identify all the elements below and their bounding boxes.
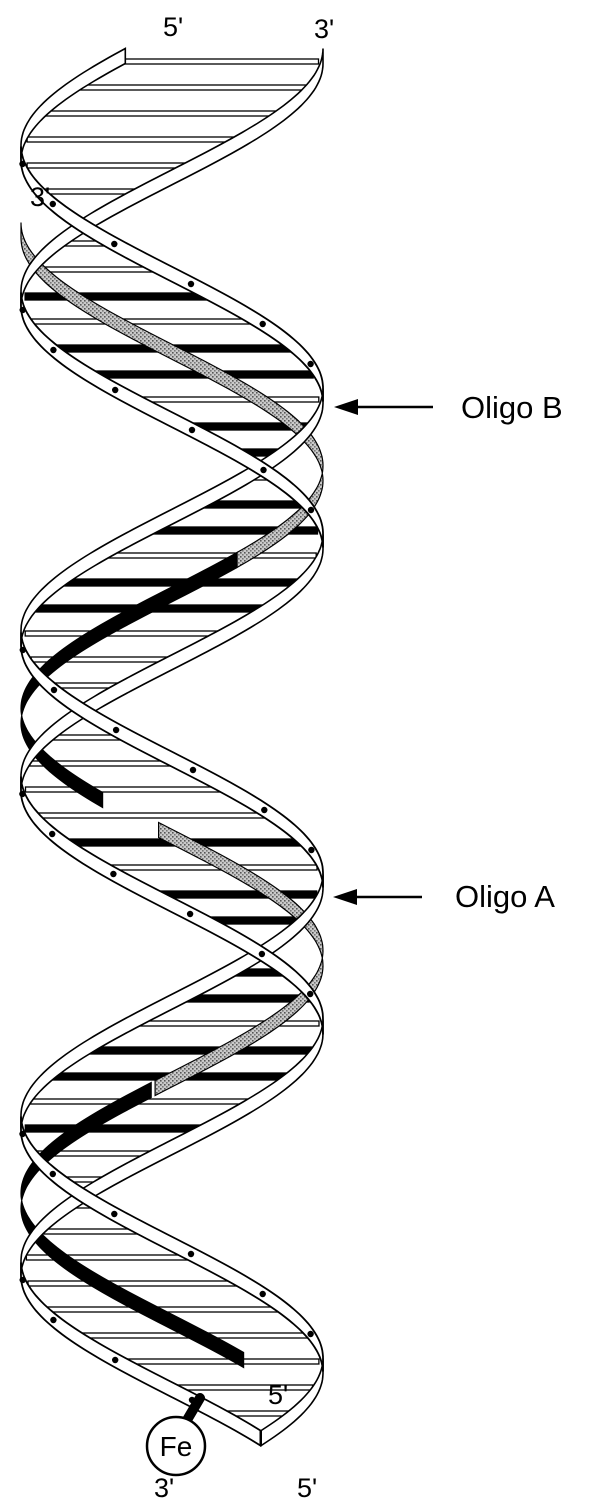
phosphate-dot <box>308 507 314 513</box>
phosphate-dot <box>110 871 116 877</box>
base-pair-rung <box>75 85 306 90</box>
base-pair-rung <box>25 293 210 300</box>
end-label-top-left: 5' <box>163 12 183 42</box>
phosphate-dot <box>260 321 266 327</box>
base-pair-rung <box>44 111 279 116</box>
phosphate-dot <box>308 847 314 853</box>
base-pair-rung <box>25 1125 205 1132</box>
third-strand-oligo-binding <box>21 223 323 1368</box>
phosphate-dot <box>307 1331 313 1337</box>
base-pair-rung <box>118 59 318 64</box>
base-pair-rung <box>25 631 222 636</box>
phosphate-dot <box>112 1357 118 1363</box>
phosphate-dot <box>51 687 57 693</box>
phosphate-dot <box>307 361 313 367</box>
oligo-a-label: Oligo A <box>455 879 555 914</box>
base-pair-rung <box>183 995 309 1002</box>
dna-backbone-strands <box>19 49 323 1446</box>
base-pair-rung <box>88 1047 312 1054</box>
phosphate-dot <box>261 807 267 813</box>
phosphate-dot <box>50 1171 56 1177</box>
base-pair-rung <box>123 1359 319 1364</box>
phosphate-dot <box>188 281 194 287</box>
phosphate-dot <box>19 161 25 167</box>
base-pair-rung <box>38 813 269 818</box>
phosphate-dot <box>50 347 56 353</box>
base-pair-rung <box>27 137 238 142</box>
phosphate-dot <box>20 647 26 653</box>
phosphate-dot <box>19 791 25 797</box>
phosphate-dot <box>20 307 26 313</box>
end-label-bottom-left: 3' <box>154 1473 174 1503</box>
phosphate-dot <box>113 727 119 733</box>
phosphate-dot <box>188 1251 194 1257</box>
phosphate-dot <box>111 1211 117 1217</box>
base-pair-rung <box>27 163 190 168</box>
phosphate-dot <box>111 241 117 247</box>
phosphate-dot <box>259 951 265 957</box>
base-pair-rung <box>28 1281 242 1286</box>
phosphate-dot <box>260 467 266 473</box>
phosphate-dot <box>20 1277 26 1283</box>
end-label-lower-right: 5' <box>268 1380 288 1410</box>
base-pair-rung <box>173 1385 313 1390</box>
phosphate-dot <box>260 1291 266 1297</box>
backbone-strand-back <box>21 49 125 160</box>
phosphate-dot <box>307 991 313 997</box>
end-label-bottom-right: 5' <box>297 1473 317 1503</box>
base-pair-rung <box>26 787 227 792</box>
base-pair-rung <box>133 1021 319 1026</box>
phosphate-dot <box>190 767 196 773</box>
phosphate-dot <box>49 831 55 837</box>
phosphate-dot <box>50 201 56 207</box>
fe-label: Fe <box>160 1431 193 1462</box>
base-pair-rung <box>103 553 317 558</box>
base-pair-rung <box>138 397 319 402</box>
phosphate-dot <box>19 1131 25 1137</box>
phosphate-dot <box>112 387 118 393</box>
base-pair-rung <box>35 267 160 272</box>
oligo-b-label: Oligo B <box>461 390 563 425</box>
end-label-upper-left: 3' <box>30 182 50 212</box>
base-pair-rung <box>107 865 317 870</box>
phosphate-dot <box>187 911 193 917</box>
end-label-top-right: 3' <box>314 14 334 44</box>
phosphate-dot <box>50 1317 56 1323</box>
phosphate-dot <box>189 427 195 433</box>
oligo-a-arrow <box>333 889 422 905</box>
base-pair-rung <box>32 319 256 324</box>
base-pair-rung <box>155 891 317 898</box>
oligo-b-arrow <box>334 399 433 415</box>
